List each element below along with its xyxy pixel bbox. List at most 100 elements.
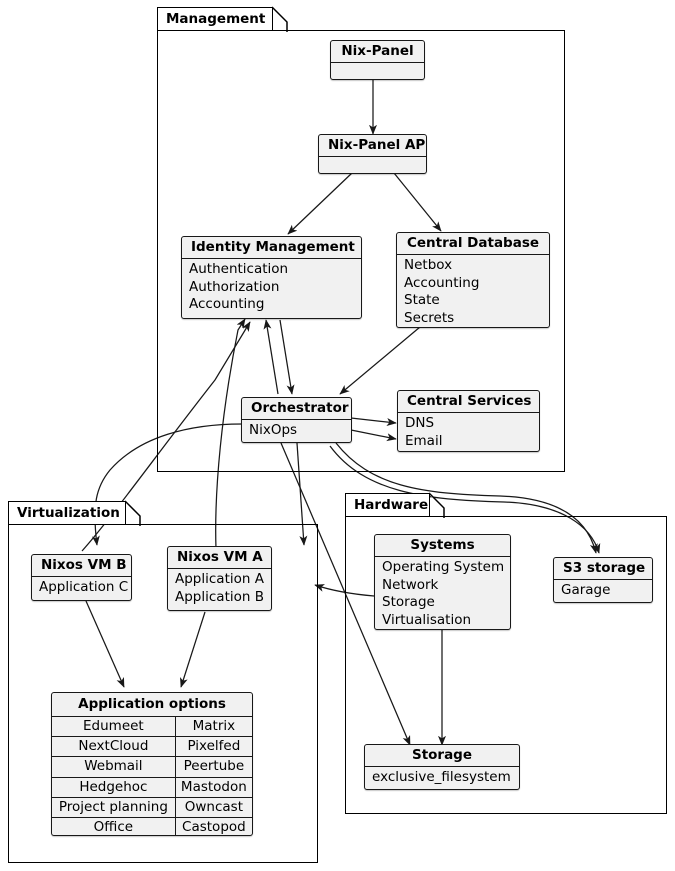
attr-application-a: Application A xyxy=(175,571,264,588)
node-systems-title: Systems xyxy=(375,535,510,558)
attr-network: Network xyxy=(382,576,439,593)
node-orchestrator-attrs: NixOps xyxy=(242,420,351,442)
package-virtualization: Virtualization xyxy=(8,500,318,863)
node-identity-management[interactable]: Identity Management Authentication Autho… xyxy=(181,236,362,319)
attr-authentication: Authentication xyxy=(189,261,289,278)
package-hardware-tab-slant xyxy=(428,492,445,518)
attr-operating-system: Operating System xyxy=(382,559,505,576)
table-row[interactable]: Hedgehoc Mastodon xyxy=(52,777,252,798)
node-nix-panel-api[interactable]: Nix-Panel API xyxy=(318,134,427,174)
package-management: Management xyxy=(157,6,565,472)
node-nix-panel-attrs xyxy=(331,63,424,79)
cell-option-right: Castopod xyxy=(182,818,246,835)
attr-state: State xyxy=(404,292,440,309)
edge-centraldb-to-orchestrator xyxy=(339,326,421,395)
node-nixos-vm-a-attrs: Application A Application B xyxy=(168,569,271,609)
edge-orchestrator-to-identity xyxy=(263,319,279,395)
node-central-services-title: Central Services xyxy=(398,391,539,414)
node-orchestrator-title: Orchestrator xyxy=(242,398,351,421)
cell-option-right: Peertube xyxy=(183,758,245,775)
package-management-body xyxy=(157,30,565,472)
cell-option-left: Edumeet xyxy=(52,717,176,737)
node-systems[interactable]: Systems Operating System Network Storage… xyxy=(374,534,511,630)
attr-nixops: NixOps xyxy=(249,422,298,439)
node-s3-storage-attrs: Garage xyxy=(554,580,652,602)
attr-application-b: Application B xyxy=(175,588,264,605)
cell-option-left: NextCloud xyxy=(52,737,176,757)
node-central-database-attrs: Netbox Accounting State Secrets xyxy=(397,255,549,327)
cell-option-right: Pixelfed xyxy=(187,738,241,755)
package-hardware-tab: Hardware xyxy=(345,493,430,517)
node-nixos-vm-b-title: Nixos VM B xyxy=(32,555,131,578)
node-storage-title: Storage xyxy=(365,745,519,768)
node-nix-panel[interactable]: Nix-Panel xyxy=(330,40,425,80)
node-systems-attrs: Operating System Network Storage Virtual… xyxy=(375,557,510,629)
attr-dns: DNS xyxy=(405,415,435,432)
table-row[interactable]: Office Castopod xyxy=(52,817,252,835)
cell-option-left: Office xyxy=(52,817,176,835)
node-nixos-vm-a-title: Nixos VM A xyxy=(168,547,271,570)
package-management-label: Management xyxy=(166,11,266,27)
edge-vmb-to-identity xyxy=(81,321,251,552)
table-row[interactable]: Project planning Owncast xyxy=(52,797,252,818)
table-application-options-title: Application options xyxy=(52,693,252,717)
edge-orchestrator-to-email xyxy=(350,429,397,442)
edge-orchestrator-to-dns xyxy=(350,417,397,426)
attr-netbox: Netbox xyxy=(404,257,453,274)
attr-secrets: Secrets xyxy=(404,309,455,326)
attr-application-c: Application C xyxy=(39,579,129,596)
node-s3-storage[interactable]: S3 storage Garage xyxy=(553,557,653,603)
table-row[interactable]: Webmail Peertube xyxy=(52,757,252,778)
node-central-services-attrs: DNS Email xyxy=(398,413,539,451)
package-virtualization-body xyxy=(8,524,318,863)
attr-accounting: Accounting xyxy=(404,274,480,291)
cell-option-right: Owncast xyxy=(184,798,243,815)
edge-api-to-centraldb xyxy=(393,172,442,232)
node-central-services[interactable]: Central Services DNS Email xyxy=(397,390,540,452)
edge-orchestrator-to-s3-2 xyxy=(329,445,601,554)
edge-systems-to-vma xyxy=(314,584,375,597)
node-nixos-vm-b[interactable]: Nixos VM B Application C xyxy=(31,554,132,601)
node-nix-panel-api-title: Nix-Panel API xyxy=(319,135,426,158)
cell-option-left: Project planning xyxy=(52,797,176,817)
node-nixos-vm-b-attrs: Application C xyxy=(32,577,131,600)
cell-option-left: Webmail xyxy=(52,757,176,777)
attr-exclusive-filesystem: exclusive_filesystem xyxy=(372,769,511,786)
edge-api-to-identity xyxy=(287,172,353,235)
edge-vmb-to-appoptions xyxy=(85,600,125,688)
package-virtualization-tab: Virtualization xyxy=(8,501,126,525)
cell-option-right: Mastodon xyxy=(180,778,247,795)
table-row[interactable]: Edumeet Matrix xyxy=(52,717,252,738)
node-nix-panel-api-attrs xyxy=(319,157,426,173)
package-management-tab: Management xyxy=(157,7,273,31)
package-virtualization-label: Virtualization xyxy=(17,505,120,521)
package-virtualization-tab-slant xyxy=(124,500,141,526)
node-central-database-title: Central Database xyxy=(397,233,549,256)
attr-garage: Garage xyxy=(561,582,611,599)
table-application-options[interactable]: Application options Edumeet Matrix NextC… xyxy=(51,692,253,836)
table-row[interactable]: NextCloud Pixelfed xyxy=(52,737,252,758)
package-hardware-body xyxy=(345,516,667,814)
attr-authorization: Authorization xyxy=(189,278,280,295)
node-storage[interactable]: Storage exclusive_filesystem xyxy=(364,744,520,790)
edge-vma-to-appoptions xyxy=(179,611,206,688)
cell-option-right: Matrix xyxy=(192,718,236,734)
attr-email: Email xyxy=(405,432,443,449)
cell-option-left: Hedgehoc xyxy=(52,777,176,797)
edge-identity-to-orchestrator xyxy=(279,319,295,395)
node-central-database[interactable]: Central Database Netbox Accounting State… xyxy=(396,232,550,328)
node-nixos-vm-a[interactable]: Nixos VM A Application A Application B xyxy=(167,546,272,611)
package-management-tab-slant xyxy=(271,6,288,32)
node-s3-storage-title: S3 storage xyxy=(554,558,652,581)
edge-orchestrator-to-vma xyxy=(296,442,308,546)
node-identity-management-title: Identity Management xyxy=(182,237,361,260)
package-hardware-label: Hardware xyxy=(354,497,429,513)
package-hardware: Hardware xyxy=(345,492,667,814)
attr-accounting: Accounting xyxy=(189,296,265,313)
node-nix-panel-title: Nix-Panel xyxy=(331,41,424,64)
node-orchestrator[interactable]: Orchestrator NixOps xyxy=(241,397,352,443)
attr-virtualisation: Virtualisation xyxy=(382,611,472,628)
node-storage-attrs: exclusive_filesystem xyxy=(365,767,519,789)
node-identity-management-attrs: Authentication Authorization Accounting xyxy=(182,259,361,317)
